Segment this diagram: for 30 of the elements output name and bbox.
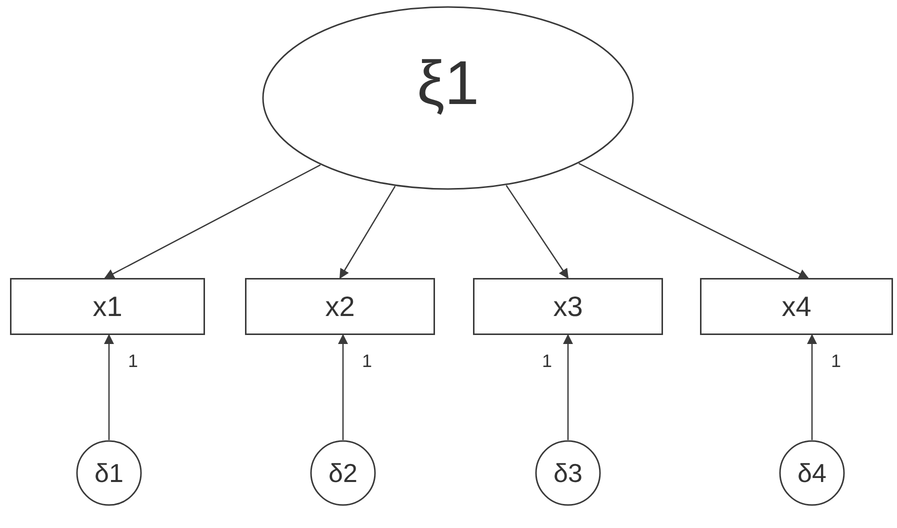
arrow (339, 186, 396, 279)
variable-label: δ3 (554, 456, 582, 490)
arrow (104, 334, 114, 440)
arrow (807, 334, 817, 440)
edge-label: 1 (362, 352, 372, 370)
variable-label: x3 (553, 290, 583, 324)
observed-variable-box (700, 278, 893, 335)
arrow (338, 334, 348, 440)
variable-label: δ2 (328, 456, 358, 490)
latent-variable-ellipse (262, 6, 634, 190)
arrow (563, 334, 573, 440)
variable-label: δ4 (798, 456, 826, 490)
edge-label: 1 (831, 352, 842, 370)
variable-label: ξ1 (416, 48, 480, 120)
error-term-circle (310, 440, 376, 506)
observed-variable-box (10, 278, 205, 335)
edge-label: 1 (542, 352, 552, 370)
error-term-circle (535, 440, 601, 506)
arrow (104, 164, 321, 279)
observed-variable-box (473, 278, 663, 335)
observed-variable-box (245, 278, 435, 335)
variable-label: x2 (325, 290, 355, 324)
arrow (578, 162, 809, 279)
variable-label: x1 (92, 290, 122, 324)
error-term-circle (76, 440, 142, 506)
arrow (506, 185, 569, 279)
error-term-circle (779, 440, 845, 506)
variable-label: δ1 (94, 456, 124, 490)
variable-label: x4 (782, 290, 812, 324)
edge-label: 1 (128, 352, 138, 370)
